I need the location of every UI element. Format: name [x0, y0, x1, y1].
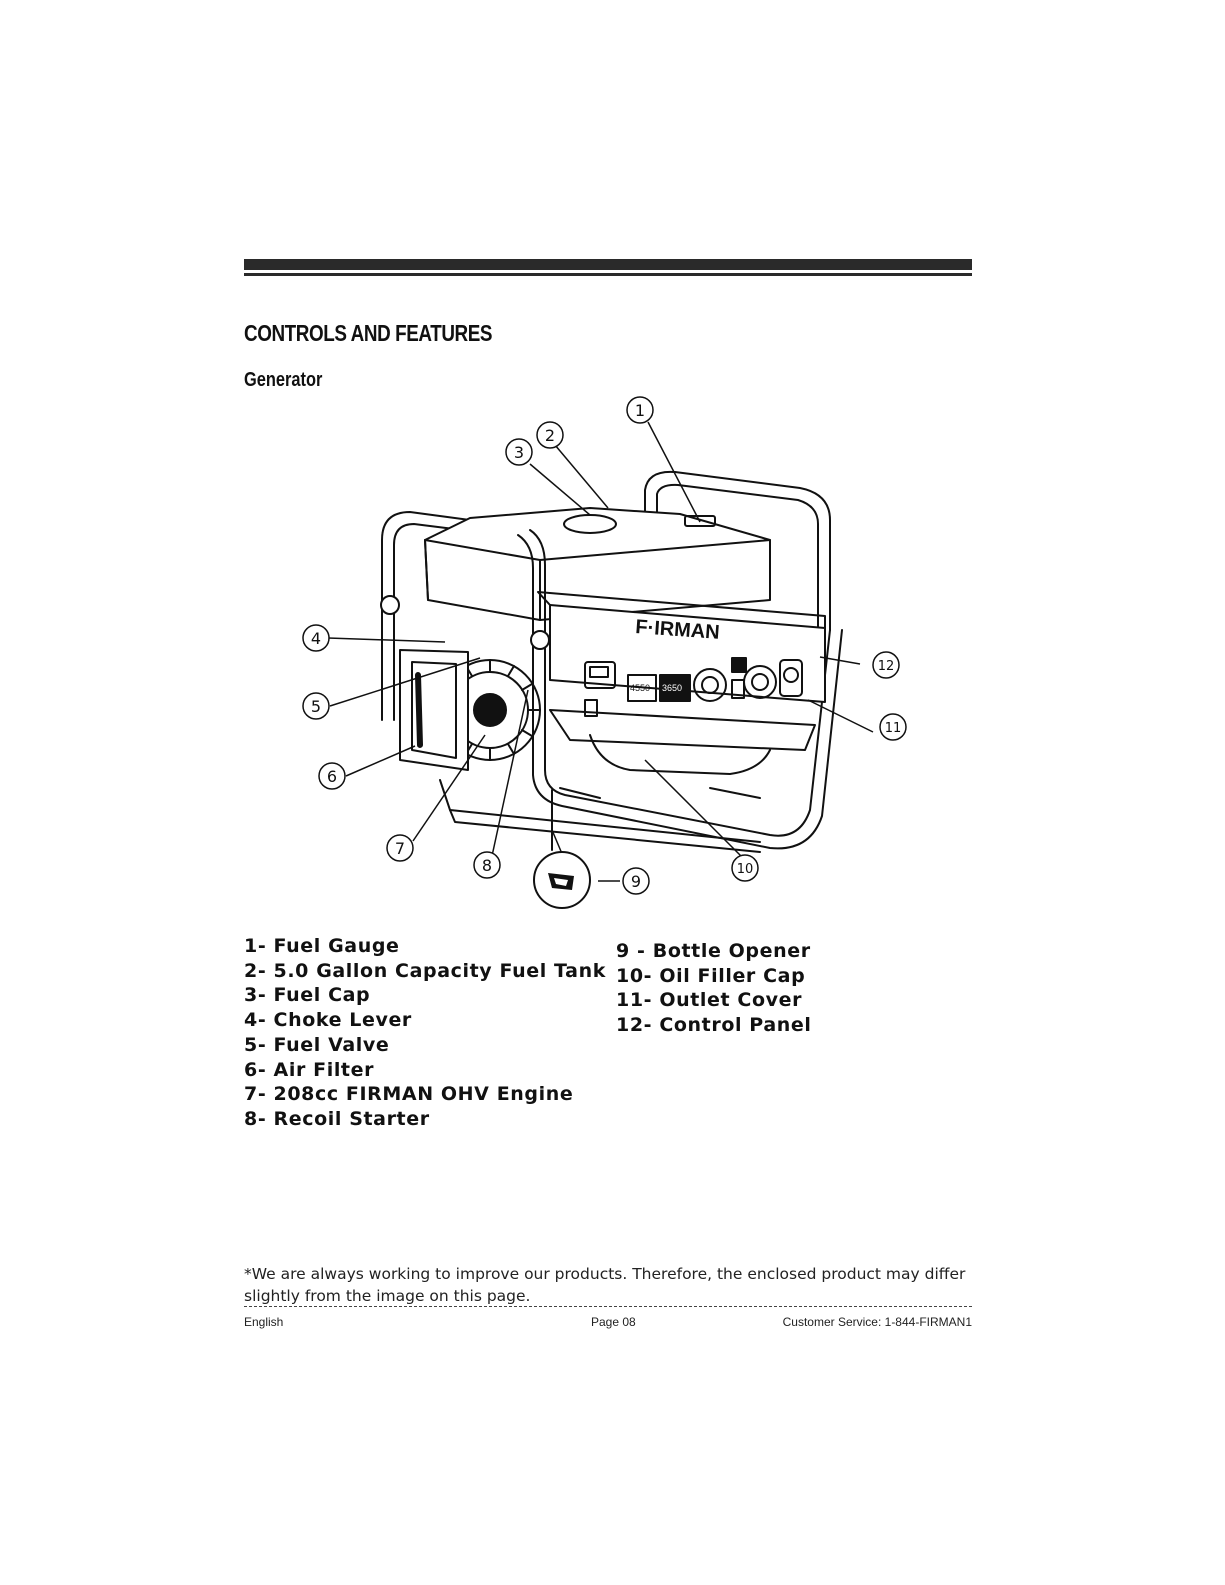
- footer-divider: [244, 1306, 972, 1307]
- parts-list-right: 9 - Bottle Opener 10- Oil Filler Cap 11-…: [616, 939, 811, 1038]
- header-rule-thick: [244, 259, 972, 270]
- list-item: 4- Choke Lever: [244, 1009, 412, 1032]
- frame-rear: [381, 511, 531, 721]
- list-item: 8- Recoil Starter: [244, 1107, 430, 1130]
- list-item: 12- Control Panel: [616, 1014, 812, 1037]
- list-item: 3- Fuel Cap: [244, 984, 371, 1007]
- footer-page-number: Page 08: [591, 1315, 636, 1329]
- callout-11: 11: [885, 721, 902, 736]
- callout-9: 9: [631, 872, 641, 891]
- callout-2: 2: [545, 426, 555, 445]
- callout-1: 1: [635, 401, 645, 420]
- callout-10: 10: [737, 862, 754, 877]
- list-item: 2- 5.0 Gallon Capacity Fuel Tank: [244, 959, 606, 982]
- callout-3: 3: [514, 443, 524, 462]
- footer-language: English: [244, 1315, 284, 1329]
- footer-customer-service: Customer Service: 1-844-FIRMAN1: [782, 1315, 972, 1329]
- air-filter-shape: [399, 649, 469, 771]
- panel-label-3650: 3650: [662, 683, 682, 693]
- list-item: 6- Air Filter: [244, 1058, 375, 1081]
- header-rule-thin: [244, 273, 972, 276]
- generator-illustration: F·IRMAN 4550 3650 1 2 3: [302, 396, 907, 909]
- disclaimer-text: *We are always working to improve our pr…: [244, 1265, 966, 1305]
- list-item: 5- Fuel Valve: [244, 1033, 390, 1056]
- panel-label-4550: 4550: [630, 683, 650, 693]
- list-item: 1- Fuel Gauge: [244, 935, 400, 957]
- callout-8: 8: [482, 856, 492, 875]
- engine-block: [549, 709, 816, 751]
- control-panel: [549, 604, 826, 703]
- list-item: 7- 208cc FIRMAN OHV Engine: [244, 1083, 574, 1106]
- callout-7: 7: [395, 839, 405, 858]
- list-item: 11- Outlet Cover: [616, 989, 803, 1012]
- callout-5: 5: [311, 697, 321, 716]
- carry-handle: [644, 470, 831, 631]
- callout-12: 12: [878, 659, 895, 674]
- frame-front: [529, 529, 831, 837]
- callout-6: 6: [327, 767, 337, 786]
- fuel-tank: [424, 507, 771, 621]
- list-item: 10- Oil Filler Cap: [616, 964, 806, 987]
- section-title: CONTROLS AND FEATURES: [244, 320, 493, 346]
- callout-4: 4: [311, 629, 321, 648]
- parts-list-left: 1- Fuel Gauge 2- 5.0 Gallon Capacity Fue…: [244, 934, 606, 1132]
- subsection-title: Generator: [244, 369, 323, 391]
- list-item: 9 - Bottle Opener: [616, 940, 811, 962]
